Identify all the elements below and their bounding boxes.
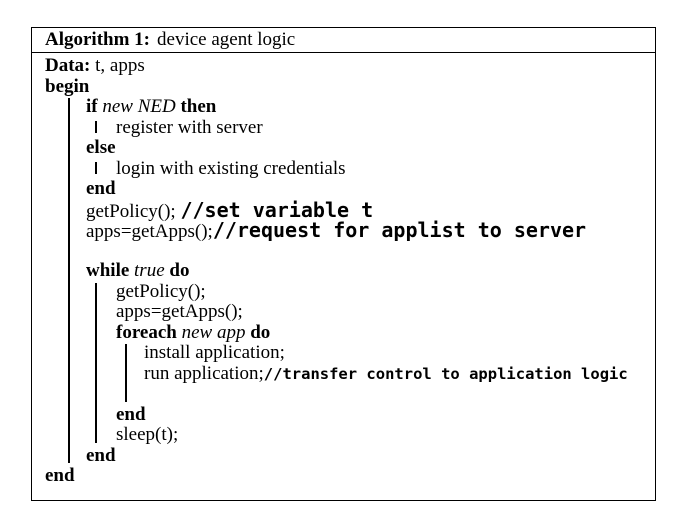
code-line: end bbox=[45, 465, 75, 487]
code-segment: while bbox=[86, 260, 135, 281]
code-segment: install application; bbox=[144, 342, 285, 363]
code-segment: end bbox=[86, 178, 116, 199]
code-line: end bbox=[86, 444, 116, 467]
code-line: sleep(t); bbox=[116, 424, 179, 446]
code-segment: if bbox=[86, 96, 103, 117]
block-vertical-rule bbox=[95, 282, 97, 443]
code-segment: sleep(t); bbox=[116, 424, 179, 445]
code-segment: do bbox=[245, 321, 271, 343]
code-segment: new NED bbox=[102, 96, 176, 117]
code-segment: true bbox=[134, 260, 165, 281]
code-segment: apps=getApps(); bbox=[86, 221, 213, 242]
code-segment: new app bbox=[181, 321, 246, 343]
code-segment: do bbox=[164, 260, 190, 281]
code-line: else bbox=[86, 137, 116, 159]
code-line: end bbox=[86, 178, 116, 200]
code-segment: //set variable t bbox=[180, 197, 374, 222]
code-segment: else bbox=[86, 137, 116, 158]
block-vertical-rule bbox=[125, 344, 127, 402]
block-vertical-rule bbox=[68, 98, 70, 463]
code-segment: then bbox=[175, 96, 217, 117]
code-segment: foreach bbox=[116, 321, 182, 343]
code-line: getPolicy(); //set variable t bbox=[86, 197, 374, 222]
code-line: install application; bbox=[144, 342, 285, 364]
algorithm-caption-label: Algorithm 1: bbox=[45, 29, 151, 50]
code-line: Data: t, apps bbox=[45, 55, 145, 77]
code-segment: begin bbox=[45, 75, 90, 97]
code-line: if new NED then bbox=[86, 96, 217, 118]
code-line: foreach new app do bbox=[116, 321, 271, 344]
code-line: run application;//transfer control to ap… bbox=[144, 362, 628, 385]
code-line: apps=getApps();//request for applist to … bbox=[86, 218, 587, 242]
code-line: end bbox=[116, 403, 146, 426]
code-segment: apps=getApps(); bbox=[116, 301, 243, 322]
code-line: getPolicy(); bbox=[116, 280, 206, 303]
algorithm-box: Algorithm 1: device agent logic Data: t,… bbox=[31, 27, 656, 501]
branch-body-bar bbox=[95, 120, 97, 133]
code-line: login with existing credentials bbox=[116, 157, 346, 180]
code-segment: //request for applist to server bbox=[212, 218, 587, 242]
algorithm-caption-title: device agent logic bbox=[157, 29, 296, 50]
code-segment: Data: bbox=[45, 55, 91, 76]
code-line: begin bbox=[45, 75, 90, 98]
code-segment: end bbox=[86, 444, 116, 466]
code-segment: register with server bbox=[116, 116, 263, 138]
code-segment: getPolicy(); bbox=[116, 280, 206, 302]
code-segment: run application; bbox=[144, 362, 264, 384]
algorithm-caption: Algorithm 1: device agent logic bbox=[32, 28, 655, 53]
code-segment: end bbox=[116, 403, 146, 425]
branch-body-bar bbox=[95, 161, 97, 174]
code-segment: end bbox=[45, 465, 75, 486]
code-segment: login with existing credentials bbox=[116, 157, 346, 179]
code-segment: //transfer control to application logic bbox=[263, 364, 628, 383]
code-segment: t, apps bbox=[90, 55, 145, 76]
code-segment: getPolicy(); bbox=[86, 200, 181, 222]
code-line: apps=getApps(); bbox=[116, 301, 243, 323]
code-line: while true do bbox=[86, 260, 190, 282]
code-line: register with server bbox=[116, 116, 263, 139]
